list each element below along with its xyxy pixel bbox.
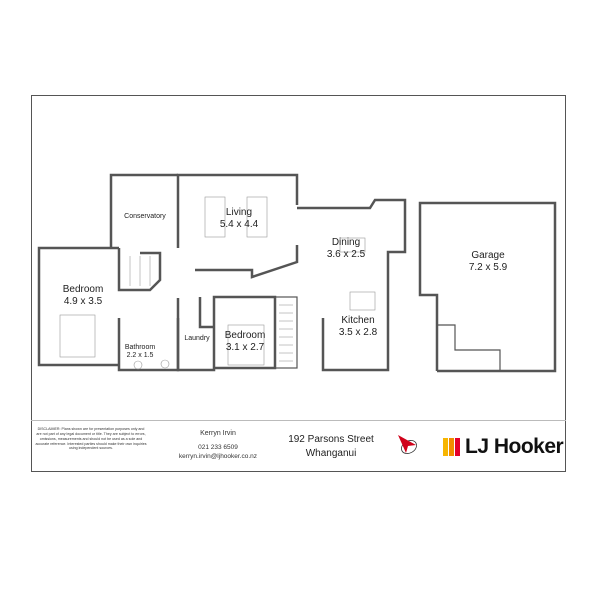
agent-contact: Kerryn Irvin 021 233 6509 kerryn.irvin@l…	[163, 429, 273, 462]
wall-living	[176, 173, 299, 248]
agent-name: Kerryn Irvin	[200, 430, 236, 437]
toilet-icon	[160, 359, 170, 369]
logo-bar-orange	[449, 438, 454, 456]
room-size: 3.5 x 2.8	[338, 326, 378, 338]
room-name: Garage	[471, 250, 505, 261]
wall-bedroom-main	[37, 246, 119, 367]
garage-stairs	[437, 324, 501, 371]
wall-bedroom-inner	[117, 248, 162, 292]
room-size: 3.1 x 2.7	[225, 341, 265, 353]
bed-main-icon	[59, 314, 96, 358]
room-size: 7.2 x 5.9	[468, 261, 508, 273]
disclaimer: DISCLAIMER: Plans shown are for presenta…	[35, 427, 147, 451]
room-name: Bedroom	[224, 330, 266, 341]
lj-hooker-logo: LJ Hooker	[443, 435, 564, 459]
room-name: Bedroom	[62, 284, 104, 295]
stairs	[274, 296, 298, 369]
bed-second-icon	[227, 324, 265, 366]
room-label-laundry: Laundry	[184, 335, 209, 343]
floor-plan-frame	[31, 95, 566, 472]
property-address: 192 Parsons Street Whanganui	[276, 433, 386, 461]
room-name: Living	[225, 207, 253, 218]
address-line1: 192 Parsons Street	[288, 434, 374, 445]
room-name: Laundry	[184, 335, 210, 342]
dining-table-icon	[339, 237, 366, 253]
wall-living-bottom	[195, 245, 299, 279]
agent-email: kerryn.irvin@ljhooker.co.nz	[178, 453, 258, 461]
room-size: 3.6 x 2.5	[326, 248, 366, 260]
logo-bar-yellow	[443, 438, 448, 456]
logo-bar-red	[455, 438, 460, 456]
room-size: 2.2 x 1.5	[126, 352, 154, 360]
room-name: Kitchen	[341, 315, 375, 326]
room-label-conservatory: Conservatory	[124, 213, 166, 221]
agent-phone: 021 233 6509	[198, 443, 238, 451]
compass-icon	[398, 435, 417, 454]
room-name: Conservatory	[124, 213, 166, 220]
footer: DISCLAIMER: Plans shown are for presenta…	[31, 420, 566, 473]
room-name: Bathroom	[124, 344, 156, 351]
wall-wardrobe	[198, 297, 214, 329]
address-line2: Whanganui	[305, 448, 357, 459]
wall-conservatory	[109, 173, 178, 248]
sofa-right-icon	[246, 196, 268, 238]
wall-dining	[297, 198, 407, 372]
brand-name: LJ Hooker	[465, 435, 564, 458]
sofa-left-icon	[204, 196, 226, 238]
basin-icon	[133, 360, 143, 370]
wall-garage	[418, 201, 557, 373]
stair-treads	[129, 256, 293, 362]
room-size: 5.4 x 4.4	[219, 218, 259, 230]
room-name: Dining	[331, 237, 361, 248]
kitchen-bench-icon	[349, 291, 376, 311]
room-size: 4.9 x 3.5	[63, 295, 103, 307]
